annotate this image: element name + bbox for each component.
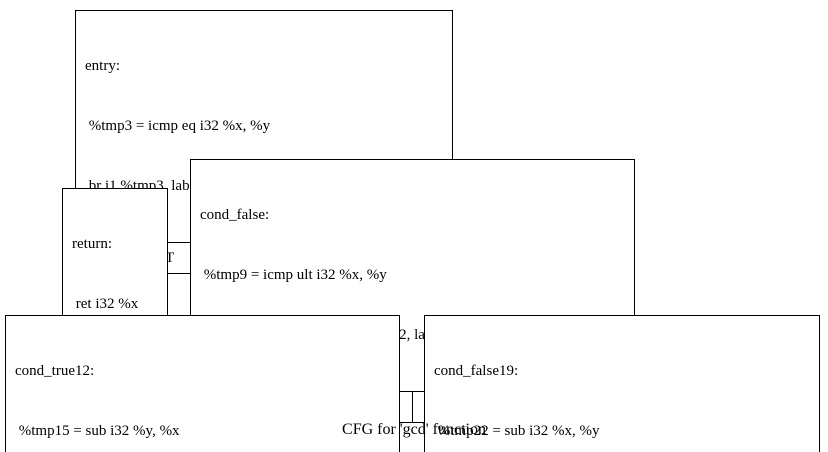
- basic-block-code: cond_true12: %tmp15 = sub i32 %y, %x %tm…: [6, 316, 399, 452]
- basic-block-code: return: ret i32 %x: [63, 189, 167, 360]
- code-line: %tmp3 = icmp eq i32 %x, %y: [85, 118, 271, 134]
- code-line: %tmp22 = sub i32 %x, %y: [434, 423, 600, 439]
- true-port-label: T: [165, 249, 175, 266]
- code-line: entry:: [85, 58, 120, 74]
- code-line: cond_true12:: [15, 363, 95, 379]
- code-line: ret i32 %x: [72, 296, 139, 312]
- code-line: return:: [72, 236, 112, 252]
- code-line: %tmp9 = icmp ult i32 %x, %y: [200, 267, 387, 283]
- code-line: cond_false19:: [434, 363, 519, 379]
- graph-title: CFG for 'gcd' function: [342, 421, 486, 438]
- cfg-node-cond_false19: cond_false19: %tmp22 = sub i32 %x, %y %t…: [424, 315, 820, 452]
- code-line: cond_false:: [200, 207, 270, 223]
- code-line: %tmp15 = sub i32 %y, %x: [15, 423, 180, 439]
- basic-block-code: cond_false19: %tmp22 = sub i32 %x, %y %t…: [425, 316, 819, 452]
- cfg-node-cond_true12: cond_true12: %tmp15 = sub i32 %y, %x %tm…: [5, 315, 400, 452]
